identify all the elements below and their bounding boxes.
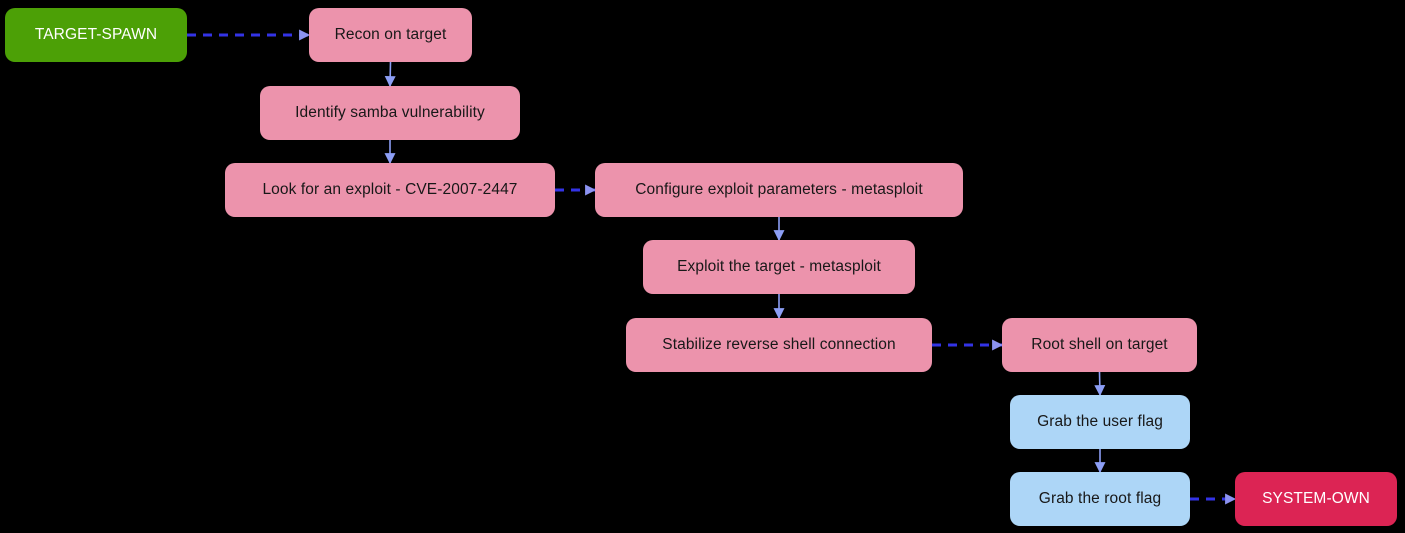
- node-label: Root shell on target: [1031, 336, 1168, 354]
- node-label: Stabilize reverse shell connection: [662, 336, 896, 354]
- node-label: TARGET-SPAWN: [34, 26, 158, 44]
- node-label: Configure exploit parameters - metasploi…: [635, 181, 923, 199]
- node-look-for-an-exploit[interactable]: Look for an exploit - CVE-2007-2447: [225, 163, 555, 217]
- node-configure-exploit-parameters[interactable]: Configure exploit parameters - metasploi…: [595, 163, 963, 217]
- node-label: Identify samba vulnerability: [295, 104, 485, 122]
- node-label: Grab the user flag: [1037, 413, 1163, 431]
- node-exploit-the-target[interactable]: Exploit the target - metasploit: [643, 240, 915, 294]
- node-root-shell-on-target[interactable]: Root shell on target: [1002, 318, 1197, 372]
- node-stabilize-reverse-shell[interactable]: Stabilize reverse shell connection: [626, 318, 932, 372]
- node-label: Recon on target: [334, 26, 447, 44]
- node-identify-samba-vulnerability[interactable]: Identify samba vulnerability: [260, 86, 520, 140]
- node-label: Look for an exploit - CVE-2007-2447: [262, 181, 518, 199]
- edge-root-shell-on-target-to-grab-the-user-flag: [1094, 371, 1106, 397]
- node-grab-the-root-flag[interactable]: Grab the root flag: [1010, 472, 1190, 526]
- node-label: Exploit the target - metasploit: [677, 258, 881, 276]
- node-grab-the-user-flag[interactable]: Grab the user flag: [1010, 395, 1190, 449]
- node-system-own[interactable]: SYSTEM-OWN: [1235, 472, 1397, 526]
- node-recon-on-target[interactable]: Recon on target: [309, 8, 472, 62]
- node-target-spawn[interactable]: TARGET-SPAWN: [5, 8, 187, 62]
- node-label: SYSTEM-OWN: [1262, 490, 1370, 508]
- edge-recon-on-target-to-identify-samba-vulnerability: [384, 61, 396, 88]
- node-label: Grab the root flag: [1038, 490, 1162, 508]
